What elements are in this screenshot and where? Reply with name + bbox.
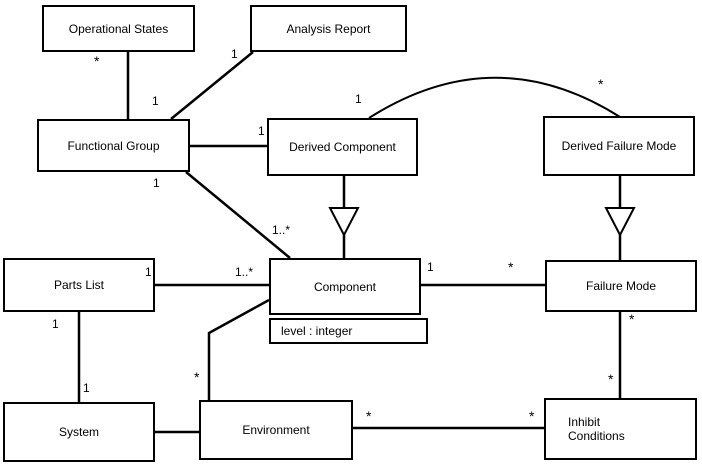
class-box-system[interactable]: System [3, 402, 155, 462]
multiplicity-m-fg-component: 1 [153, 176, 160, 190]
multiplicity-m-arc-right: * [598, 76, 604, 92]
class-name-operational-states: Operational States [68, 21, 169, 36]
class-name-parts-list: Parts List [53, 278, 104, 292]
class-name-system: System [58, 425, 99, 439]
multiplicity-m-inhibit-env: * [529, 408, 535, 424]
edge-environment-component [207, 298, 270, 400]
class-name-functional-group: Functional Group [67, 138, 160, 153]
class-box-analysis-report[interactable]: Analysis Report [250, 5, 407, 52]
multiplicity-m-component-fmode: 1 [427, 260, 434, 274]
class-name-analysis-report: Analysis Report [286, 21, 371, 36]
attribute-text-component-attrs: level : integer [281, 324, 353, 338]
class-name-failure-mode: Failure Mode [585, 279, 657, 293]
class-box-parts-list[interactable]: Parts List [3, 258, 155, 312]
edge-derivedfailuremode-failuremode-generalization-arrowhead [604, 207, 636, 238]
multiplicity-m-opstates-fg: * [94, 53, 100, 69]
multiplicity-m-env-component: * [194, 369, 200, 385]
class-box-derived-failure-mode[interactable]: Derived Failure Mode [543, 116, 695, 176]
class-box-failure-mode[interactable]: Failure Mode [545, 260, 697, 312]
class-name-derived-component: Derived Component [289, 140, 396, 154]
multiplicity-m-fmode-component: * [508, 259, 514, 275]
multiplicity-m-fg-opstates: 1 [152, 94, 159, 108]
class-name-inhibit-conditions: Inhibit Conditions [568, 415, 625, 443]
edge-derivedcomponent-derivedfailuremode [368, 76, 621, 119]
multiplicity-m-env-inhibit: * [366, 408, 372, 424]
multiplicity-m-system-partslist: 1 [83, 381, 90, 395]
class-box-environment[interactable]: Environment [199, 400, 353, 460]
class-box-operational-states[interactable]: Operational States [42, 5, 195, 52]
multiplicity-m-component-parts: 1..* [235, 265, 254, 279]
class-name-component: Component [313, 279, 377, 294]
edge-analysisreport-functionalgroup [170, 51, 254, 120]
multiplicity-m-arc-left: 1 [355, 92, 362, 106]
multiplicity-m-partslist-system: 1 [52, 317, 59, 331]
attribute-compartment-component-attrs[interactable]: level : integer [269, 318, 428, 344]
class-name-environment: Environment [242, 423, 310, 437]
multiplicity-m-fmode-inhibit: * [629, 311, 635, 327]
class-box-component[interactable]: Component [269, 258, 421, 315]
edge-functionalgroup-component [185, 171, 291, 259]
class-box-inhibit-conditions[interactable]: Inhibit Conditions [544, 398, 697, 460]
edge-derivedcomponent-component-generalization-arrowhead [328, 207, 360, 238]
multiplicity-m-report-fg: 1 [231, 47, 238, 61]
class-name-derived-failure-mode: Derived Failure Mode [561, 139, 677, 153]
class-box-derived-component[interactable]: Derived Component [267, 118, 418, 176]
multiplicity-m-fg-derived: 1 [258, 124, 265, 138]
multiplicity-m-partslist-right: 1 [145, 265, 152, 279]
multiplicity-m-inhibit-fmode: * [608, 371, 614, 387]
class-box-functional-group[interactable]: Functional Group [37, 119, 190, 172]
multiplicity-m-component-fg: 1..* [272, 223, 291, 237]
